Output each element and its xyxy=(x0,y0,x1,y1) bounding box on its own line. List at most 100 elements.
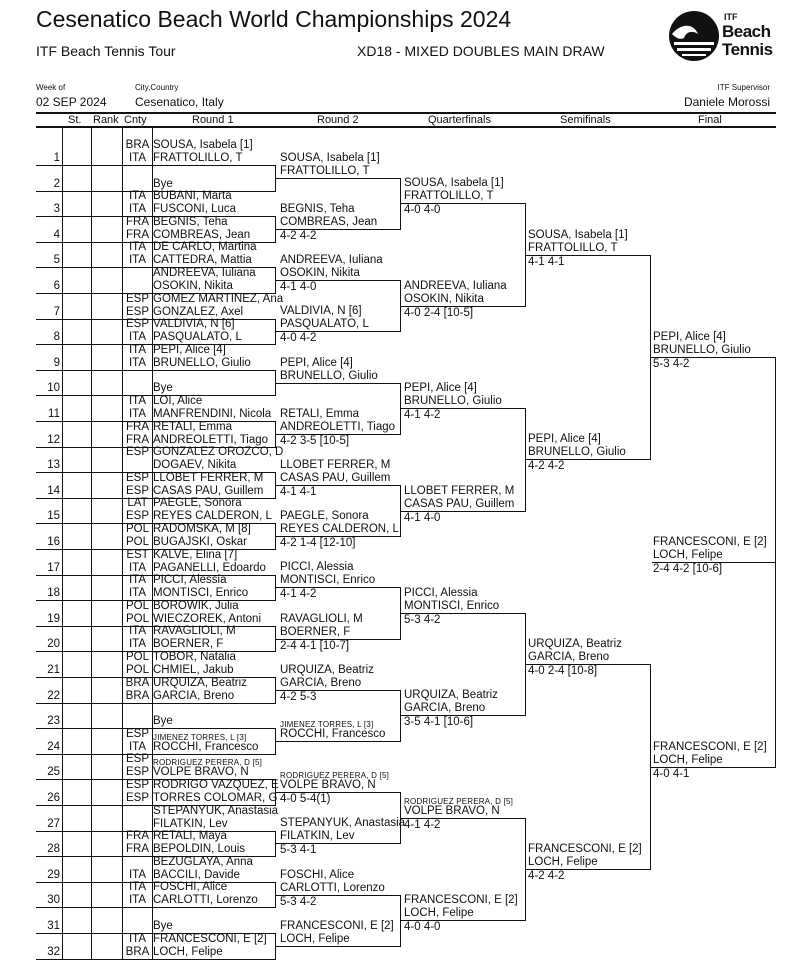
winner-name: REYES CALDERON, L xyxy=(280,523,399,536)
winner-name: ANDREEVA, Iuliana xyxy=(404,279,507,292)
winner-name: VOLPE BRAVO, N xyxy=(280,779,376,792)
draw-number: 21 xyxy=(47,664,60,676)
country-code xyxy=(124,369,151,382)
draw-line xyxy=(36,651,276,653)
supervisor-value: Daniele Morossi xyxy=(683,95,770,109)
match-score: 2-4 4-2 [10-6] xyxy=(653,562,723,575)
country-code: ITA xyxy=(128,894,147,907)
supervisor-label: ITF Supervisor xyxy=(717,83,770,92)
draw-number: 17 xyxy=(47,561,60,574)
winner-name: BRUNELLO, Giulio xyxy=(280,369,378,382)
match-score: 4-2 4-2 xyxy=(280,230,317,242)
winner-name: FRANCESCONI, E [2] xyxy=(404,894,518,907)
player-name: CATTEDRA, Mattia xyxy=(153,254,252,267)
country-code: ESP xyxy=(125,753,149,766)
match-score: 4-1 4-0 xyxy=(404,511,441,524)
draw-line xyxy=(36,216,276,218)
player-name: JIMENEZ TORRES, L [3] xyxy=(153,732,247,742)
match-score: 4-2 4-2 xyxy=(528,460,565,473)
winner-name: LOCH, Felipe xyxy=(404,907,474,920)
match-score: 4-0 4-0 xyxy=(404,204,441,217)
winner-name: COMBREAS, Jean xyxy=(280,216,378,228)
draw-line xyxy=(36,318,276,320)
player-name: RODRIGUEZ PERERA, D [5] xyxy=(153,758,263,768)
winner-line xyxy=(275,280,400,282)
match-score: 5-3 4-2 xyxy=(280,895,317,908)
draw-line xyxy=(36,805,276,806)
draw-line xyxy=(36,267,276,269)
player-name: LOCH, Felipe xyxy=(153,945,223,958)
winner-name: GARCIA, Breno xyxy=(528,651,610,664)
country-code: ITA xyxy=(128,574,147,587)
winner-name: LOCH, Felipe xyxy=(653,753,723,766)
country-code xyxy=(124,267,151,280)
winner-name: BEGNIS, Teha xyxy=(280,203,355,215)
match-score: 4-1 4-2 xyxy=(404,409,441,422)
header-bottom-rule xyxy=(36,126,776,128)
player-name: VOLPE BRAVO, N xyxy=(153,766,249,779)
week-value: 02 SEP 2024 xyxy=(36,95,107,109)
country-code: ESP xyxy=(125,727,149,740)
draw-line xyxy=(36,830,276,832)
winner-line xyxy=(275,587,400,589)
country-code: ITA xyxy=(128,868,147,881)
player-name: FRATTOLILLO, T xyxy=(153,152,243,164)
draw-line xyxy=(36,625,276,627)
match-score: 4-0 2-4 [10-5] xyxy=(404,306,474,319)
draw-number: 3 xyxy=(53,203,60,216)
draw-number: 22 xyxy=(47,689,60,702)
country-code: ESP xyxy=(125,446,149,459)
country-code: ITA xyxy=(128,395,147,407)
logo-wave-icon xyxy=(669,11,719,61)
winner-line xyxy=(275,229,400,230)
country-code: FRA xyxy=(126,215,149,228)
country-code: ITA xyxy=(128,203,147,216)
col-header-semifinals: Semifinals xyxy=(560,114,611,126)
country-code xyxy=(124,715,151,728)
winner-name: SOUSA, Isabela [1] xyxy=(404,177,504,190)
player-name: PEPI, Alice [4] xyxy=(153,343,226,356)
player-name: GONZALEZ, Axel xyxy=(153,305,244,318)
col-header-quarterfinals: Quarterfinals xyxy=(428,114,491,126)
draw-number: 15 xyxy=(47,510,60,523)
winner-name: URQUIZA, Beatriz xyxy=(404,689,498,702)
winner-line xyxy=(400,715,525,717)
country-code: ESP xyxy=(125,510,149,523)
bye-label: Bye xyxy=(153,382,173,395)
winner-name: PEPI, Alice [4] xyxy=(280,356,353,369)
country-code: ESP xyxy=(125,792,149,804)
winner-name: URQUIZA, Beatriz xyxy=(528,638,622,651)
event-name: XD18 - MIXED DOUBLES MAIN DRAW xyxy=(357,43,605,59)
player-name: GARCIA, Breno xyxy=(153,689,235,702)
column-divider xyxy=(62,127,63,959)
player-name: PASQUALATO, L xyxy=(153,331,242,344)
winner-name: VOLPE BRAVO, N xyxy=(404,804,500,817)
col-header-rank: Rank xyxy=(93,114,119,126)
draw-line xyxy=(36,907,276,909)
logo-itf-text: ITF xyxy=(724,12,738,22)
draw-line xyxy=(36,881,276,883)
country-code xyxy=(124,280,151,293)
player-name: ROCCHI, Francesco xyxy=(153,740,259,753)
winner-name: ANDREOLETTI, Tiago xyxy=(280,420,396,433)
winner-name: RAVAGLIOLI, M xyxy=(280,612,363,625)
match-score: 4-0 2-4 [10-8] xyxy=(528,665,598,678)
country-code: ITA xyxy=(128,190,147,203)
country-code: BRA xyxy=(125,676,150,689)
city-value: Cesenatico, Italy xyxy=(135,95,224,109)
player-name: DE CARLO, Martina xyxy=(153,241,257,254)
country-code: ESP xyxy=(125,305,149,318)
draw-number: 12 xyxy=(47,433,60,446)
country-code: FRA xyxy=(126,420,149,433)
player-name: CARLOTTI, Lorenzo xyxy=(153,894,258,907)
match-score: 4-0 4-2 xyxy=(280,332,317,345)
player-name: RADOMSKA, M [8] xyxy=(153,523,251,535)
match-score: 4-0 4-1 xyxy=(653,767,690,780)
country-code: POL xyxy=(125,664,149,676)
draw-number: 20 xyxy=(47,638,60,651)
draw-number: 26 xyxy=(47,792,60,804)
country-code: ITA xyxy=(128,740,147,753)
tour-name: ITF Beach Tennis Tour xyxy=(36,43,176,59)
player-name: MONTISCI, Enrico xyxy=(153,587,249,600)
draw-number: 24 xyxy=(47,740,60,753)
